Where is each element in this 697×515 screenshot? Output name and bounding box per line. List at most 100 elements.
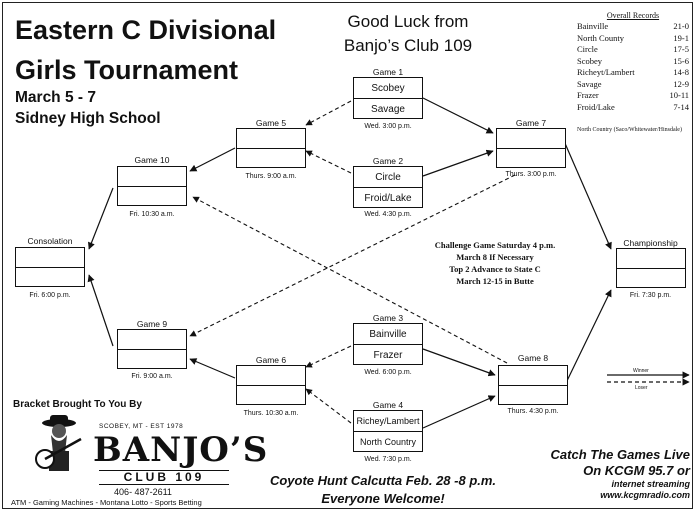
game4-team-a: Richey/Lambert xyxy=(356,416,420,426)
lose-line-g8-g10 xyxy=(192,196,508,364)
challenge-line-3: Top 2 Advance to State C xyxy=(449,264,541,274)
brought-by-text: Bracket Brought To You By xyxy=(13,399,142,410)
game4-team-b: North Country xyxy=(354,431,422,452)
win-line-g2-g7 xyxy=(422,149,494,177)
championship-label: Championship xyxy=(623,238,678,248)
game5-slot xyxy=(236,128,306,168)
game6-time: Thurs. 10:30 a.m. xyxy=(243,410,299,417)
radio-line-1: Catch The Games Live xyxy=(550,447,690,462)
game6-label: Game 6 xyxy=(255,355,287,365)
game4-label: Game 4 xyxy=(372,400,404,410)
game4-slot: Richey/Lambert North Country xyxy=(353,410,423,452)
event-dates: March 5 - 7 xyxy=(15,89,96,106)
win-line-g7-champ xyxy=(563,140,612,250)
game1-label: Game 1 xyxy=(372,67,404,77)
calcutta-line-1: Coyote Hunt Calcutta Feb. 28 -8 p.m. xyxy=(269,473,497,488)
game1-team-a: Scobey xyxy=(371,82,405,94)
bracket-poster: Eastern C Divisional Girls Tournament Ma… xyxy=(2,2,693,509)
records-footnote: North Country (Saco/Whitewater/Hinsdale) xyxy=(577,127,682,133)
legend-winner-label: Winner xyxy=(633,368,649,374)
sponsor-line-2: Banjo’s Club 109 xyxy=(343,36,473,55)
game2-team-b: Froid/Lake xyxy=(354,187,422,208)
logo-wordmark: BANJO’S xyxy=(93,430,269,470)
lose-line-g3-g6 xyxy=(305,345,352,368)
game2-label: Game 2 xyxy=(372,156,404,166)
game10-label: Game 10 xyxy=(134,155,170,165)
game2-slot: Circle Froid/Lake xyxy=(353,166,423,208)
game3-label: Game 3 xyxy=(372,313,404,323)
challenge-notes: Challenge Game Saturday 4 p.m. March 8 I… xyxy=(411,239,579,287)
game3-time: Wed. 6:00 p.m. xyxy=(364,369,412,376)
event-venue: Sidney High School xyxy=(15,110,161,127)
title-line-2: Girls Tournament xyxy=(15,55,239,85)
consolation-time: Fri. 6:00 p.m. xyxy=(29,292,71,299)
game4-time: Wed. 7:30 p.m. xyxy=(364,456,412,463)
game10-slot xyxy=(117,166,187,206)
radio-info: Catch The Games Live On KCGM 95.7 or int… xyxy=(508,447,690,501)
game9-slot xyxy=(117,329,187,369)
game3-slot: Bainville Frazer xyxy=(353,323,423,365)
game8-slot xyxy=(498,365,568,405)
lose-line-g7-g9 xyxy=(189,174,516,337)
game2-team-a: Circle xyxy=(375,171,401,183)
banjo-player-logo-icon xyxy=(35,415,82,471)
game6-slot xyxy=(236,365,306,405)
championship-slot xyxy=(616,248,686,288)
lose-line-g2-g5 xyxy=(305,150,352,174)
consolation-label: Consolation xyxy=(27,236,73,246)
title-line-1: Eastern C Divisional xyxy=(15,15,277,45)
game3-team-b: Frazer xyxy=(354,344,422,365)
championship-time: Fri. 7:30 p.m. xyxy=(629,292,672,299)
lose-line-g4-g6 xyxy=(305,388,352,424)
game1-slot: Scobey Savage xyxy=(353,77,423,119)
game5-label: Game 5 xyxy=(255,118,287,128)
game9-label: Game 9 xyxy=(136,319,168,329)
game7-time: Thurs. 3:00 p.m. xyxy=(505,171,557,178)
challenge-line-4: March 12-15 in Butte xyxy=(456,276,534,286)
game3-team-a: Bainville xyxy=(369,328,407,340)
win-line-g4-g8 xyxy=(422,395,496,429)
win-line-g6-g9 xyxy=(189,358,236,379)
radio-line-3: internet streaming xyxy=(611,479,690,489)
game7-slot xyxy=(496,128,566,168)
legend-loser-label: Loser xyxy=(635,385,648,391)
game1-team-b: Savage xyxy=(354,98,422,119)
win-line-g1-g7 xyxy=(422,97,494,134)
radio-line-2: On KCGM 95.7 or xyxy=(583,463,690,478)
bracket-connectors xyxy=(87,97,690,429)
logo-club: CLUB 109 xyxy=(99,470,229,485)
game1-time: Wed. 3:00 p.m. xyxy=(364,123,412,130)
game5-time: Thurs. 9:00 a.m. xyxy=(245,173,297,180)
radio-website-link[interactable]: www.kcgmradio.com xyxy=(600,490,690,500)
game7-label: Game 7 xyxy=(515,118,547,128)
challenge-line-1: Challenge Game Saturday 4 p.m. xyxy=(434,240,556,250)
win-line-g3-g8 xyxy=(422,348,496,377)
logo-tagline: SCOBEY, MT - EST 1978 xyxy=(99,423,184,430)
win-line-g5-g10 xyxy=(189,147,236,172)
game8-time: Thurs. 4:30 p.m. xyxy=(507,408,559,415)
game8-label: Game 8 xyxy=(517,353,549,363)
game9-time: Fri. 9:00 a.m. xyxy=(131,373,173,380)
win-line-g9-cons xyxy=(87,274,114,347)
sponsor-phone: 406- 487-2611 xyxy=(114,487,172,497)
win-line-g10-cons xyxy=(88,187,114,250)
sponsor-amenities: ATM - Gaming Machines - Montana Lotto - … xyxy=(11,498,202,507)
lose-line-g1-g5 xyxy=(305,100,352,126)
records-title: Overall Records xyxy=(606,11,660,20)
sponsor-line-1: Good Luck from xyxy=(347,12,469,31)
game2-time: Wed. 4:30 p.m. xyxy=(364,211,412,218)
challenge-line-2: March 8 If Necessary xyxy=(456,252,534,262)
win-line-g8-champ xyxy=(563,289,612,388)
consolation-slot xyxy=(15,247,85,287)
calcutta-line-2: Everyone Welcome! xyxy=(321,491,445,506)
game10-time: Fri. 10:30 a.m. xyxy=(129,211,175,218)
